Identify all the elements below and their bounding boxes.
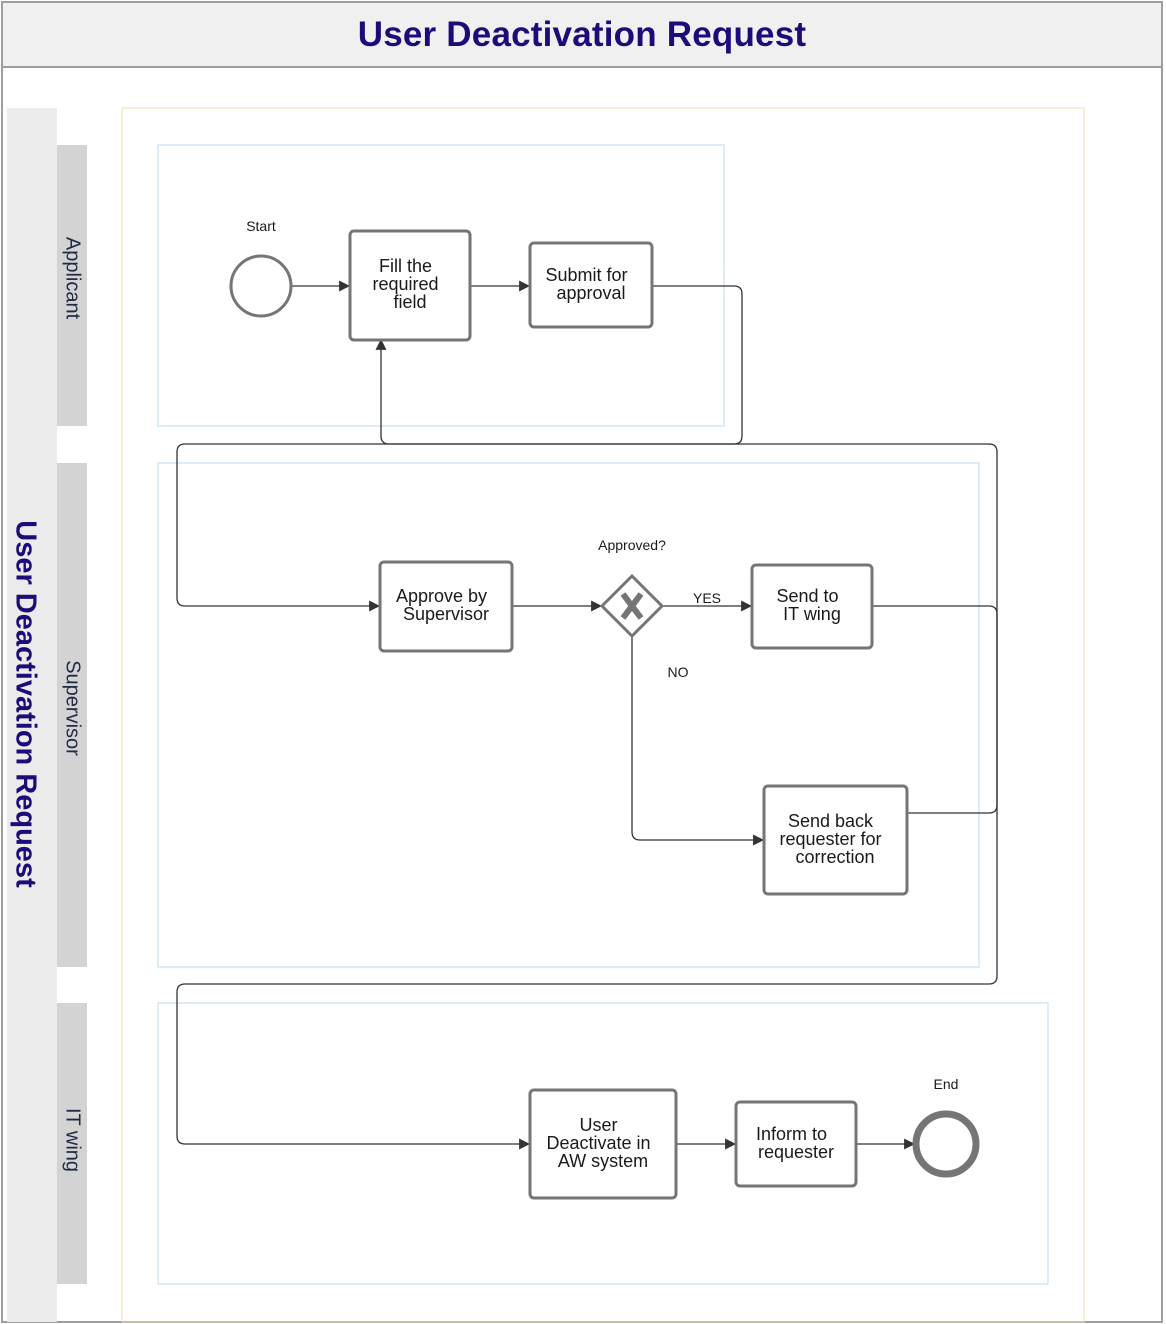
task-line: correction: [795, 847, 874, 867]
task-line: Supervisor: [403, 604, 489, 624]
lane-header-applicant: [57, 145, 87, 426]
task-label: Fill the required field: [372, 256, 443, 312]
exclusive-x-icon: [620, 592, 644, 620]
end-event[interactable]: [912, 1110, 980, 1178]
task-box[interactable]: [750, 563, 874, 650]
pool-label: User Deactivation Request: [9, 520, 41, 888]
task-fill-required-field[interactable]: Fill the required field: [348, 229, 472, 342]
task-send-back-requester[interactable]: Send back requester for correction: [762, 784, 909, 896]
pool-container: [121, 107, 1085, 1323]
task-line: requester for: [779, 829, 881, 849]
flow-gateway-no: [631, 637, 765, 846]
start-event[interactable]: [229, 254, 293, 318]
task-box[interactable]: [378, 560, 514, 653]
task-label: User Deactivate in AW system: [546, 1115, 655, 1171]
start-label: Start: [246, 218, 276, 234]
end-label: End: [934, 1076, 959, 1092]
lane-label-supervisor: Supervisor: [62, 660, 84, 756]
task-line: User: [579, 1115, 617, 1135]
task-send-to-it-wing[interactable]: Send to IT wing: [750, 563, 874, 650]
task-inform-requester[interactable]: Inform to requester: [734, 1100, 858, 1188]
task-line: Send to: [776, 586, 838, 606]
gateway-yes-label: YES: [693, 590, 721, 606]
task-box[interactable]: [528, 1088, 678, 1200]
task-label: Send back requester for correction: [779, 811, 886, 867]
title-bar: User Deactivation Request: [3, 3, 1161, 68]
task-line: IT wing: [783, 604, 841, 624]
task-box[interactable]: [528, 241, 654, 329]
task-submit-for-approval[interactable]: Submit for approval: [528, 241, 654, 329]
task-line: approval: [556, 283, 625, 303]
lane-it-wing: [157, 1002, 1049, 1285]
task-label: Send to IT wing: [776, 586, 843, 624]
task-line: field: [393, 292, 426, 312]
task-line: Send back: [788, 811, 874, 831]
lane-supervisor: [157, 462, 980, 968]
task-box[interactable]: [762, 784, 909, 896]
task-label: Approve by Supervisor: [396, 586, 492, 624]
lane-label-it-wing: IT wing: [62, 1108, 84, 1172]
gateway-no-label: NO: [668, 664, 689, 680]
lane-label-applicant: Applicant: [62, 237, 84, 320]
flow-send-back-to-fill: [375, 338, 998, 814]
gateway-approved[interactable]: [599, 573, 665, 639]
task-line: Deactivate in: [546, 1133, 650, 1153]
task-box[interactable]: [348, 229, 472, 342]
lane-header-it-wing: [57, 1003, 87, 1284]
task-line: AW system: [558, 1151, 648, 1171]
pool-header: [7, 108, 57, 1322]
task-box[interactable]: [734, 1100, 858, 1188]
task-user-deactivate[interactable]: User Deactivate in AW system: [528, 1088, 678, 1200]
task-label: Inform to requester: [756, 1124, 834, 1162]
task-line: Approve by: [396, 586, 487, 606]
task-label: Submit for approval: [545, 265, 632, 303]
task-line: requester: [758, 1142, 834, 1162]
task-line: Fill the: [379, 256, 432, 276]
task-line: required: [372, 274, 438, 294]
task-line: Inform to: [756, 1124, 827, 1144]
task-approve-by-supervisor[interactable]: Approve by Supervisor: [378, 560, 514, 653]
task-line: Submit for: [545, 265, 627, 285]
page-title: User Deactivation Request: [357, 14, 807, 54]
lane-header-supervisor: [57, 463, 87, 967]
gateway-label: Approved?: [598, 537, 666, 553]
flow-send-it-to-deactivate: [176, 605, 998, 1150]
